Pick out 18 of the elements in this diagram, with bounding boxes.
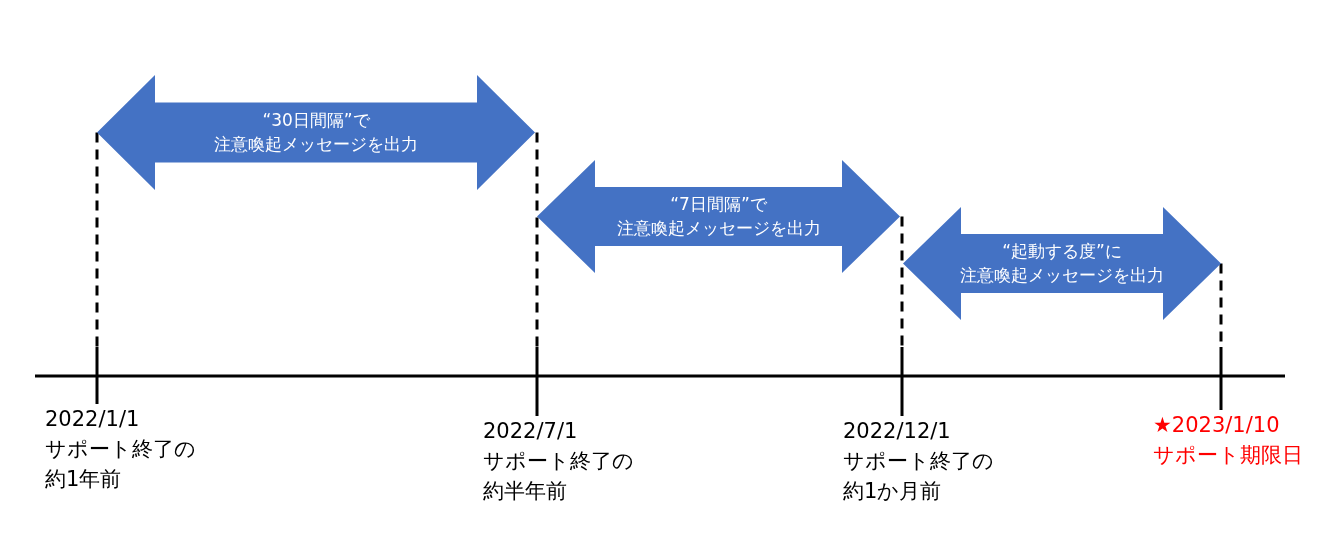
arrow-label: 注意喚起メッセージを出力 (960, 263, 1164, 287)
dashed-guide-line (1219, 263, 1223, 410)
arrow-label: “起動する度”に (1002, 239, 1122, 263)
milestone-description: サポート終了の約1年前 (45, 436, 197, 493)
milestone-description: サポート終了の約1か月前 (843, 448, 995, 505)
arrow-label: “7日間隔”で (670, 192, 767, 216)
dashed-guide-line (95, 132, 99, 404)
milestone-description: サポート終了の約半年前 (483, 448, 635, 505)
dashed-guide-line (535, 132, 539, 416)
date-label: 2022/7/1 (483, 418, 579, 445)
arrow-label: 注意喚起メッセージを出力 (214, 132, 418, 156)
date-label: 2022/12/1 (843, 418, 952, 445)
dashed-guide-line (900, 216, 904, 416)
arrow-label: 注意喚起メッセージを出力 (616, 216, 821, 240)
milestone-description: サポート期限日 (1153, 442, 1304, 469)
arrow-label: “30日間隔”で (262, 108, 370, 132)
date-label: ★2023/1/10 (1153, 412, 1281, 439)
date-label: 2022/1/1 (45, 406, 141, 433)
